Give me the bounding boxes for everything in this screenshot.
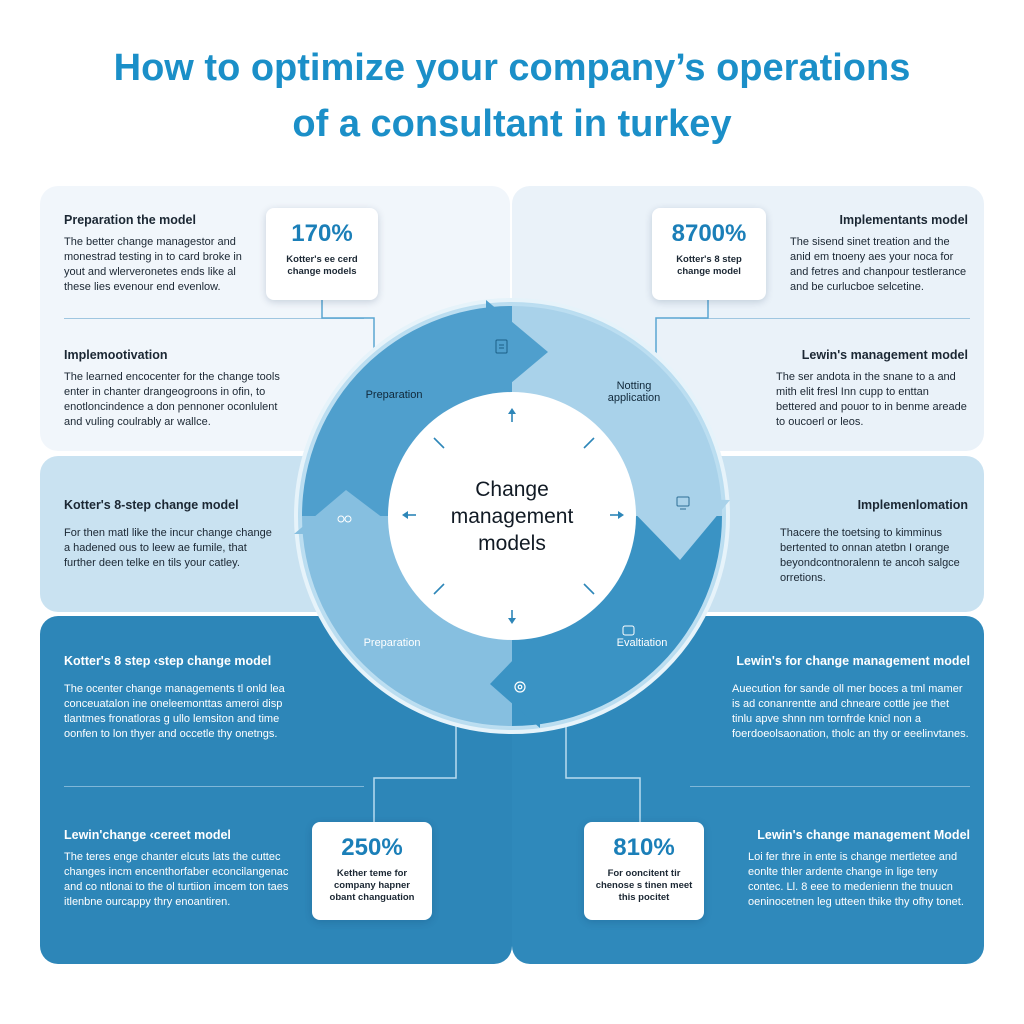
center-label-line-1: Change xyxy=(475,478,549,501)
stat-caption: For ooncitent tir chenose s tinen meet t… xyxy=(595,868,693,903)
chat-icon xyxy=(622,625,635,636)
block-band-right-heading: Implemenlomation xyxy=(857,498,968,512)
block-band-right: Implemenlomation Thacere the toetsing to… xyxy=(780,498,968,586)
stat-value: 170% xyxy=(291,220,353,247)
block-top-left-heading: Preparation the model xyxy=(64,213,196,227)
block-bottom-left-lower: Lewin'change ‹cereet model The teres eng… xyxy=(64,828,290,910)
page-title: How to optimize your company’s operation… xyxy=(0,40,1024,152)
block-bottom-right-lower-body: Loi fer thre in ente is change mertletee… xyxy=(748,851,964,908)
cycle-center-circle xyxy=(388,392,636,640)
block-bottom-right-upper-body: Auecution for sande oll mer boces a tml … xyxy=(732,683,969,740)
gear-icon-rim xyxy=(514,681,526,693)
block-bottom-left-lower-body: The teres enge chanter elcuts lats the c… xyxy=(64,851,289,908)
gear-icon xyxy=(514,681,526,693)
title-line-1: How to optimize your company’s operation… xyxy=(113,47,911,89)
block-mid-left: Implemootivation The learned encocenter … xyxy=(64,348,282,430)
inner-arrow-up-left xyxy=(433,437,445,449)
cycle-segment-top-right xyxy=(512,306,722,516)
block-top-right-heading: Implementants model xyxy=(839,213,969,227)
block-band-left-body: For then matl like the incur change chan… xyxy=(64,527,272,569)
stat-value: 250% xyxy=(341,834,403,861)
people-icon xyxy=(337,515,352,523)
block-bottom-right-lower: Lewin's change management Model Loi fer … xyxy=(748,828,970,910)
divider-top-left xyxy=(64,318,364,319)
document-icon-page xyxy=(495,339,508,354)
monitor-icon xyxy=(676,496,690,510)
stage-label-top-left: Preparation xyxy=(366,389,423,401)
block-band-left: Kotter's 8-step change model For then ma… xyxy=(64,498,274,571)
center-label-line-3: models xyxy=(478,532,546,555)
cycle-segment-bottom-left xyxy=(302,516,512,726)
block-band-right-body: Thacere the toetsing to kimminus bertent… xyxy=(780,527,960,584)
inner-arrowhead-left xyxy=(402,511,408,519)
people-icon-head-1 xyxy=(337,515,345,523)
block-top-right-body: The sisend sinet treation and the anid e… xyxy=(790,236,967,293)
stat-value: 8700% xyxy=(671,220,747,247)
stat-card-top-right: 8700% Kotter's 8 step change model xyxy=(652,208,766,300)
cycle-segment-bottom-right xyxy=(512,516,722,726)
cycle-arrowhead-top xyxy=(486,300,548,404)
inner-arrow-up-right xyxy=(583,437,595,449)
cycle-arrowhead-right xyxy=(620,498,730,560)
stat-value: 810% xyxy=(613,834,675,861)
block-bottom-left-lower-heading: Lewin'change ‹cereet model xyxy=(64,828,231,842)
title-line-2: of a consultant in turkey xyxy=(292,103,732,145)
block-bottom-left-upper-heading: Kotter's 8 step ‹step change model xyxy=(64,654,272,668)
people-icon-head-2 xyxy=(344,515,352,523)
stage-label-bottom-left: Preparation xyxy=(364,637,421,649)
block-mid-left-heading: Implemootivation xyxy=(64,348,168,362)
stat-card-bottom-left: 250% Kether teme for company hapner oban… xyxy=(312,822,432,920)
block-bottom-left-upper: Kotter's 8 step ‹step change model The o… xyxy=(64,654,300,742)
monitor-icon-screen xyxy=(676,496,690,507)
block-bottom-right-lower-heading: Lewin's change management Model xyxy=(757,828,970,842)
document-icon xyxy=(495,339,508,354)
block-top-left: Preparation the model The better change … xyxy=(64,213,252,295)
block-bottom-right-upper-heading: Lewin's for change management model xyxy=(736,654,970,668)
stat-card-top-left: 170% Kotter's ee cerd change models xyxy=(266,208,378,300)
cycle-arrowhead-bottom xyxy=(490,632,540,728)
block-top-right: Implementants model The sisend sinet tre… xyxy=(790,213,968,295)
center-label-line-2: management xyxy=(451,505,574,528)
inner-arrow-down-left xyxy=(433,583,445,595)
block-mid-right: Lewin's management model The ser andota … xyxy=(776,348,968,430)
stat-card-bottom-right: 810% For ooncitent tir chenose s tinen m… xyxy=(584,822,704,920)
block-bottom-right-upper: Lewin's for change management model Auec… xyxy=(732,654,970,742)
inner-arrowhead-right xyxy=(618,511,624,519)
block-mid-left-body: The learned encocenter for the change to… xyxy=(64,371,280,428)
stat-caption: Kether teme for company hapner obant cha… xyxy=(329,868,415,903)
inner-arrowhead-up xyxy=(508,408,516,414)
cycle-segment-top-left xyxy=(302,306,512,516)
block-top-left-body: The better change managestor and monestr… xyxy=(64,236,242,293)
divider-bottom-left xyxy=(64,786,364,787)
block-band-left-heading: Kotter's 8-step change model xyxy=(64,498,239,512)
block-bottom-left-upper-body: The ocenter change managements tl onld l… xyxy=(64,683,285,740)
inner-arrowhead-down xyxy=(508,618,516,624)
cycle-inner-arrows xyxy=(402,408,624,624)
chat-icon-bubble xyxy=(622,625,635,636)
stage-label-top-right-2: application xyxy=(608,392,661,404)
cycle-arrowhead-left xyxy=(294,490,404,534)
block-mid-right-heading: Lewin's management model xyxy=(801,348,968,362)
divider-top-right xyxy=(680,318,970,319)
stat-caption: Kotter's ee cerd change models xyxy=(286,254,358,277)
block-mid-right-body: The ser andota in the snane to a and mit… xyxy=(776,371,967,428)
divider-bottom-right xyxy=(690,786,970,787)
stage-label-bottom-right: Evaltiation xyxy=(617,637,668,649)
inner-arrow-down-right xyxy=(583,583,595,595)
stage-label-top-right-1: Notting xyxy=(617,380,652,392)
gear-icon-hub xyxy=(517,684,523,690)
stat-caption: Kotter's 8 step change model xyxy=(676,254,742,277)
